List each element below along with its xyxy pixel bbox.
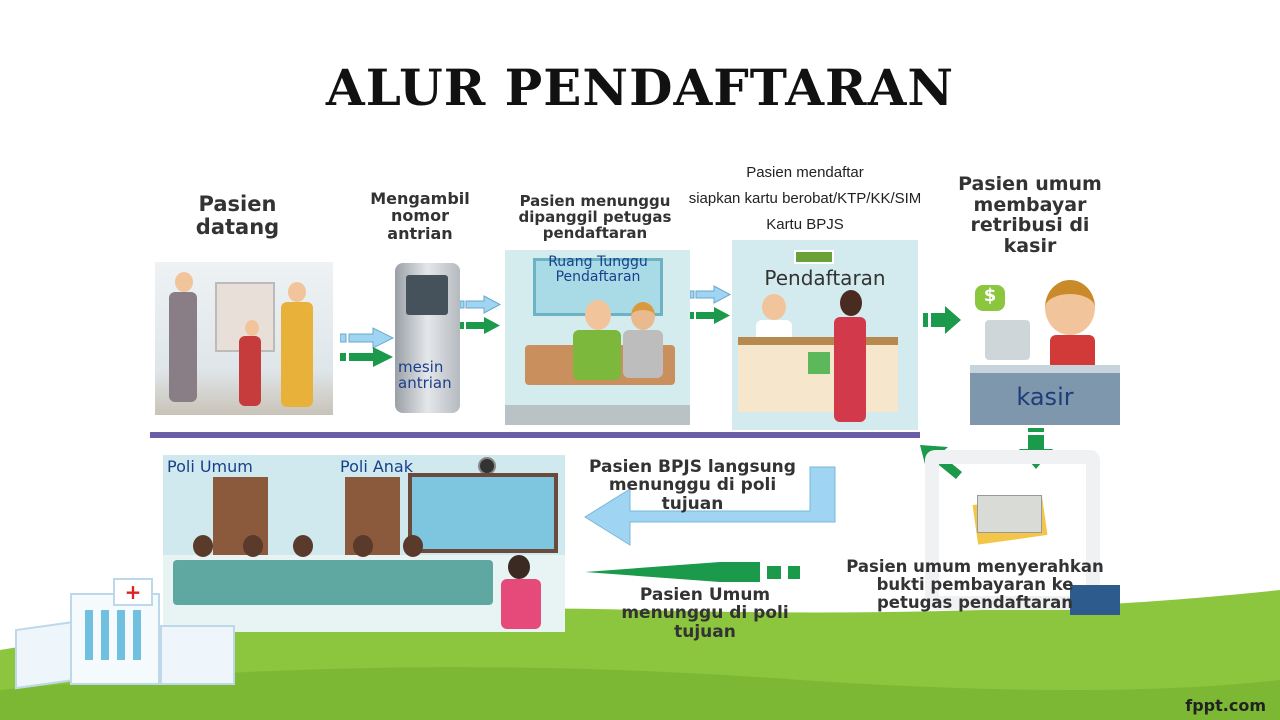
bpjs-arrow [584,466,836,546]
page-title: ALUR PENDAFTARAN [325,58,955,117]
step-menunggu-label: Pasien menunggu dipanggil petugas pendaf… [518,192,672,243]
step-mendaftar-label: Pasien mendaftar siapkan kartu berobat/K… [675,160,935,238]
step-ambil-nomor-label: Mengambil nomor antrian [370,189,470,243]
ruang-tunggu-label: Ruang Tunggu Pendaftaran [548,254,648,285]
step-kasir-label: Pasien umum membayar retribusi di kasir [958,173,1102,257]
kasir-label: kasir [1016,383,1074,411]
arrow-to-kasir [923,306,961,334]
flow-arrows-1 [340,327,395,367]
registration-desk-illustration: Pendaftaran [732,240,918,430]
cashier-illustration: $ kasir [965,265,1125,425]
payment-receipt-illustration [905,440,1120,615]
poli-umum-label: Poli Umum [167,457,253,476]
watermark: fppt.com [1185,696,1266,715]
patient-arriving-illustration [155,262,333,415]
divider-line [150,432,920,438]
umum-path-label: Pasien Umum menunggu di poli tujuan [621,585,789,642]
red-cross-icon: + [113,578,153,606]
flow-arrows-2 [460,295,502,334]
step-mendaftar-line-2: siapkan kartu berobat/KTP/KK/SIM [688,190,922,207]
umum-arrow [585,562,800,582]
dollar-icon: $ [975,285,1005,311]
poli-anak-label: Poli Anak [340,457,413,476]
step-mendaftar-line-3: Kartu BPJS [766,216,844,233]
pendaftaran-sign-label: Pendaftaran [764,266,886,290]
poli-waiting-illustration: Poli Umum Poli Anak [163,455,565,632]
step-mendaftar-line-1: Pasien mendaftar [746,164,864,181]
waiting-room-illustration: Ruang Tunggu Pendaftaran [505,250,690,425]
bpjs-path-label: Pasien BPJS langsung menunggu di poli tu… [589,457,796,514]
hospital-building-illustration: + [15,575,240,690]
mesin-antrian-label: mesin antrian [398,358,452,392]
step-pasien-datang-label: Pasien datang [195,192,280,239]
return-step-label: Pasien umum menyerahkan bukti pembayaran… [846,557,1104,612]
queue-machine-illustration: mesin antrian [370,255,475,415]
flow-arrows-3 [690,285,732,324]
